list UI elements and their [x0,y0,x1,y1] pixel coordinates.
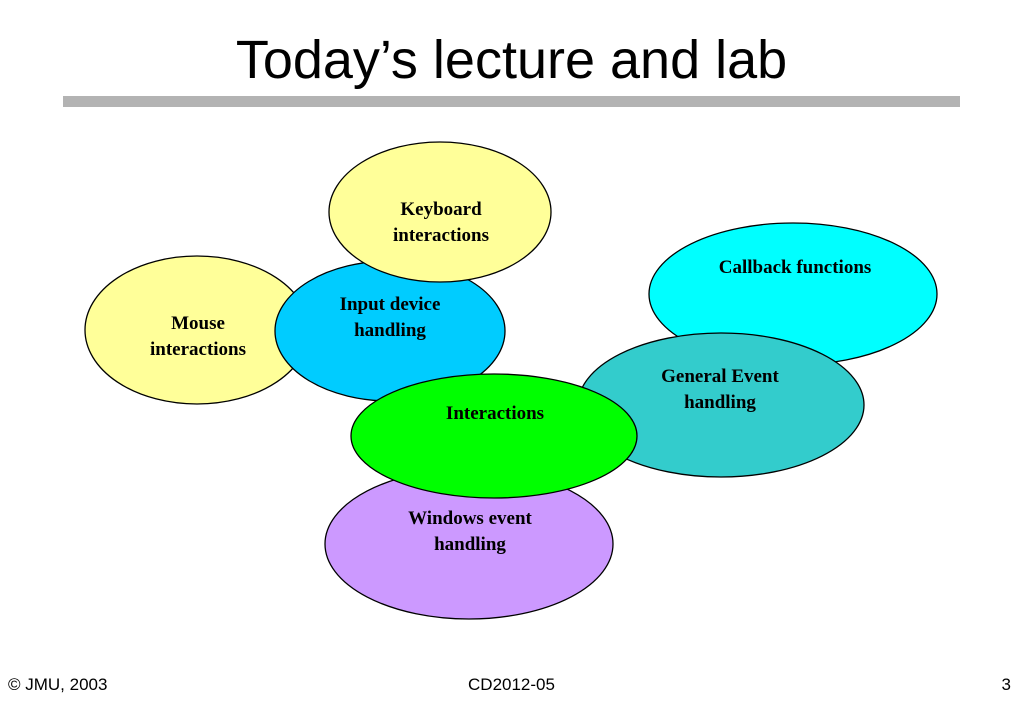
node-interactions: Interactions [350,373,638,499]
footer-course-code: CD2012-05 [468,675,555,694]
footer-page-number: 3 [1001,675,1011,694]
footer-copyright: © JMU, 2003 [8,675,108,694]
title-underline [63,96,960,107]
general-event-label-line1: General Event [661,366,779,387]
slide-title: Today’s lecture and lab [235,30,788,90]
windows-event-label-line1: Windows event [408,508,532,529]
interactions-ellipse [350,373,638,499]
node-keyboard-interactions: Keyboard interactions [328,141,552,283]
keyboard-label-line2: interactions [393,225,489,246]
windows-event-label-line2: handling [434,534,506,555]
input-device-label-line2: handling [354,320,426,341]
mouse-label-line2: interactions [150,339,246,360]
callback-label: Callback functions [719,257,872,278]
keyboard-label-line1: Keyboard [400,199,482,220]
input-device-label-line1: Input device [340,294,441,315]
keyboard-interactions-ellipse [328,141,552,283]
mouse-label-line1: Mouse [171,313,225,334]
interactions-label: Interactions [446,403,544,424]
node-general-event-handling: General Event handling [577,332,865,478]
general-event-label-line2: handling [684,392,756,413]
